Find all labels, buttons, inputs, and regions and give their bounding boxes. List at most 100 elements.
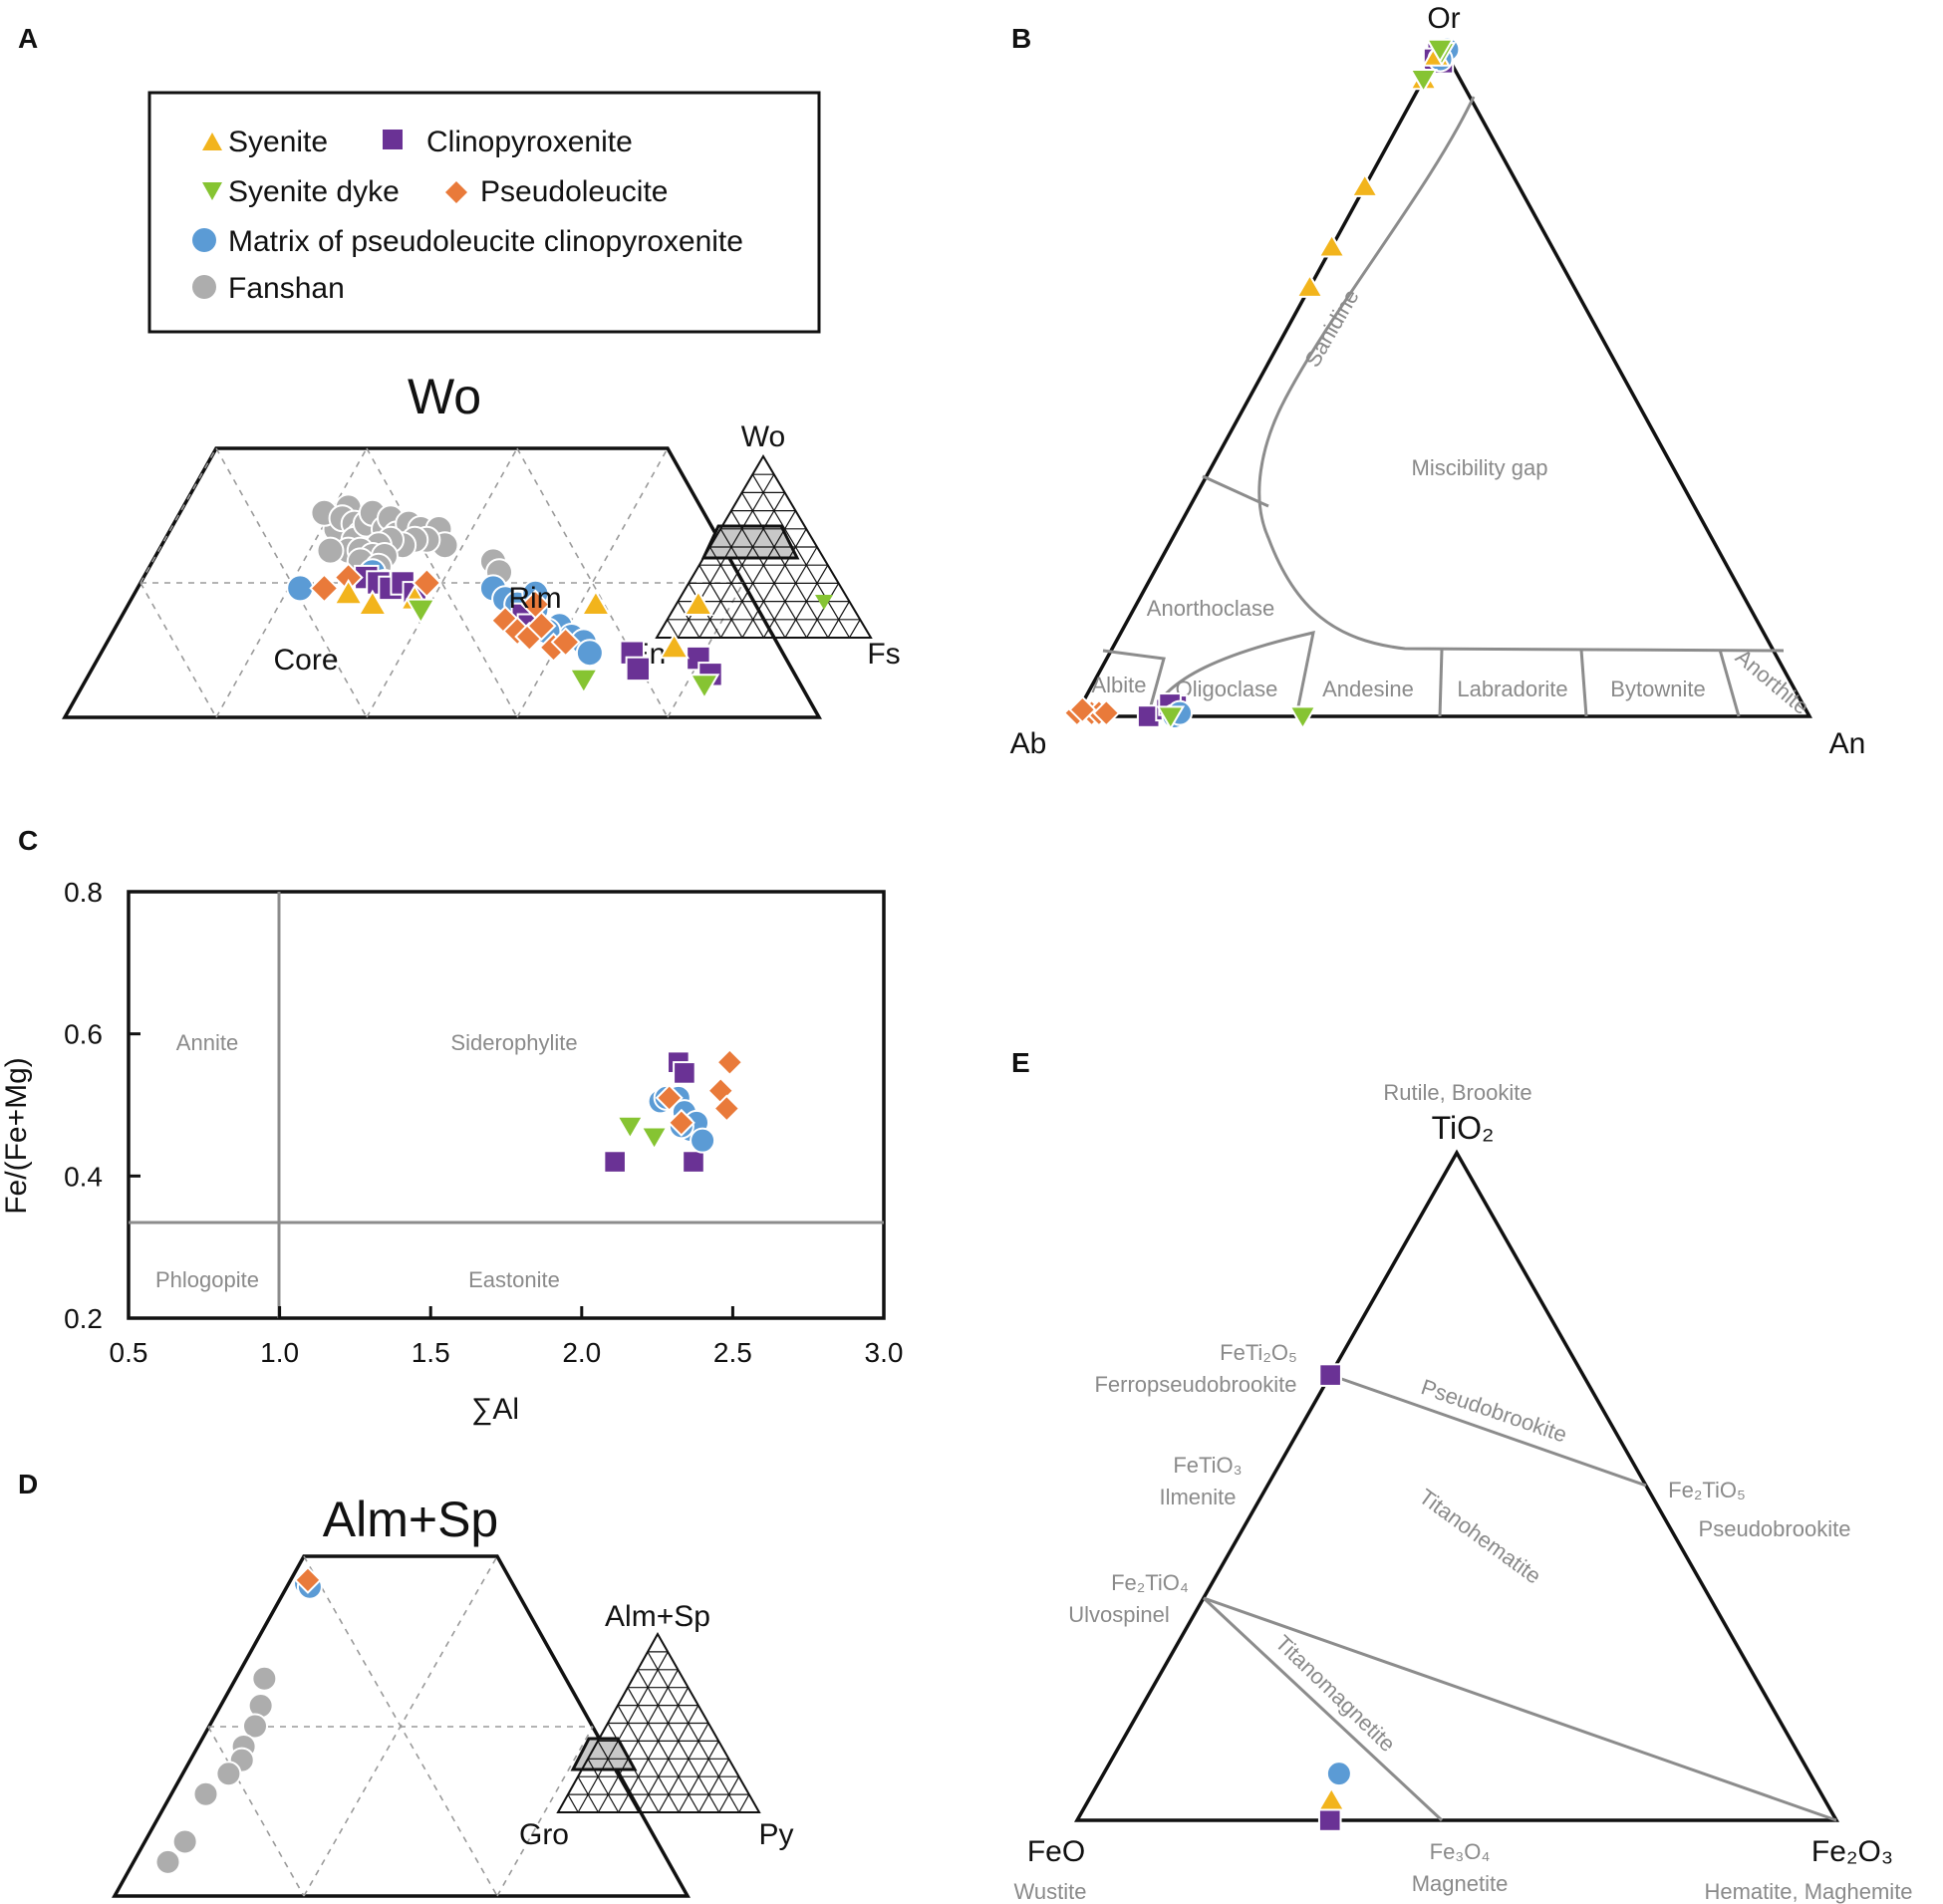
label-or: Or: [1427, 2, 1460, 35]
panel-d: D Alm+Sp Alm+Sp Gro Py: [18, 1469, 794, 1898]
point-b-syenite-2: [1350, 172, 1380, 197]
legend-marker-syenite: [202, 133, 222, 150]
x-tick-label-5: 3.0: [865, 1337, 904, 1368]
y-tick-label-2: 0.6: [64, 1019, 103, 1050]
panel-a: A Syenite Clinopyroxenite Syenite dyke P…: [18, 23, 901, 719]
point-b-syenite-4: [1295, 273, 1324, 298]
point-a-fanshan-22: [316, 536, 345, 565]
field-label-labradorite: Labradorite: [1457, 677, 1567, 701]
legend-label-pseudoleucite: Pseudoleucite: [480, 175, 668, 208]
point-c-syenite_dyke-1: [640, 1126, 669, 1152]
point-a-syenite-3: [580, 589, 612, 616]
point-a-matrix-12: [575, 639, 604, 668]
legend-marker-syenite-dyke: [202, 182, 222, 200]
field-label-miscibility-gap: Miscibility gap: [1412, 455, 1548, 480]
point-a-syenite-5: [683, 589, 714, 616]
panel-b: B Or Ab An Sanidine Miscibility gap Anor…: [1010, 2, 1866, 760]
legend-label-clinopyroxenite: Clinopyroxenite: [426, 126, 633, 158]
label-core: Core: [273, 644, 338, 677]
feldspar-ternary-frame: [1072, 42, 1812, 718]
inset-d-shaded-field: [573, 1739, 635, 1769]
point-b-pseudoleucite-3: [1092, 698, 1121, 727]
field-label-siderophylite: Siderophylite: [450, 1030, 577, 1055]
point-e-matrix-0: [1325, 1761, 1352, 1787]
panel-e: E Pseudobrookite Titanohematite Titanoma…: [1011, 1047, 1913, 1904]
point-b-syenite_dyke-2: [1156, 705, 1186, 730]
legend-marker-matrix: [192, 228, 216, 252]
panel-letter-a: A: [18, 23, 38, 54]
y-tick-label-0: 0.2: [64, 1303, 103, 1334]
label-feti2o5: FeTi₂O₅: [1220, 1340, 1297, 1365]
inset-a-label-fs: Fs: [867, 638, 900, 671]
point-c-pseudoleucite-1: [667, 1108, 695, 1137]
plot-frame-c: [127, 890, 886, 1320]
y-axis-title-c: Fe/(Fe+Mg): [0, 1057, 33, 1215]
inset-d-grid: [556, 1631, 761, 1813]
point-d-fanshan-0: [251, 1665, 278, 1692]
field-label-oligoclase: Oligoclase: [1176, 677, 1278, 701]
x-tick-label-4: 2.5: [713, 1337, 752, 1368]
legend-marker-fanshan: [192, 275, 216, 299]
label-fe2tio5: Fe₂TiO₅: [1668, 1478, 1746, 1502]
legend-marker-pseudoleucite: [445, 181, 467, 203]
point-a-pseudoleucite-2: [412, 567, 442, 599]
field-label-anorthite: Anorthite: [1731, 644, 1814, 719]
label-rim: Rim: [508, 582, 561, 615]
point-e-clinopyroxenite-0: [1318, 1363, 1342, 1387]
label-ilmenite: Ilmenite: [1159, 1485, 1236, 1509]
inset-d-label-gro: Gro: [519, 1818, 569, 1851]
legend: Syenite Clinopyroxenite Syenite dyke Pse…: [147, 91, 821, 334]
x-tick-label-1: 1.0: [260, 1337, 299, 1368]
x-tick-label-0: 0.5: [110, 1337, 148, 1368]
panel-e-points: [1316, 1363, 1352, 1832]
quad-grid: [139, 447, 744, 718]
point-a-matrix-0: [286, 574, 315, 603]
point-b-pseudoleucite-4: [1068, 695, 1097, 724]
inset-d-label-py: Py: [758, 1818, 793, 1851]
line-label-titanomagnetite: Titanomagnetite: [1270, 1630, 1400, 1757]
legend-label-syenite-dyke: Syenite dyke: [228, 175, 400, 208]
panel-a-title: Wo: [408, 369, 481, 424]
panel-c-points: [603, 1048, 744, 1174]
label-wustite: Wustite: [1014, 1879, 1087, 1904]
point-c-clinopyroxenite-0: [603, 1150, 627, 1174]
point-b-syenite-3: [1317, 232, 1346, 258]
field-label-eastonite: Eastonite: [468, 1267, 560, 1292]
panel-letter-e: E: [1011, 1047, 1030, 1078]
label-fetio3: FeTiO₃: [1173, 1453, 1242, 1478]
point-a-syenite-0: [333, 578, 365, 606]
legend-label-syenite: Syenite: [228, 126, 328, 158]
point-e-syenite-0: [1316, 1785, 1346, 1811]
point-d-fanshan-2: [242, 1713, 268, 1740]
label-tio2: TiO₂: [1432, 1110, 1495, 1146]
point-c-pseudoleucite-4: [712, 1094, 741, 1123]
point-d-fanshan-7: [171, 1828, 198, 1855]
legend-marker-clinopyroxenite: [383, 130, 403, 149]
label-an: An: [1829, 727, 1866, 760]
point-d-fanshan-5: [215, 1761, 242, 1787]
point-c-matrix-6: [690, 1127, 716, 1154]
x-tick-label-2: 1.5: [412, 1337, 450, 1368]
garnet-trapezoid: [112, 1554, 691, 1898]
label-fe2tio4: Fe₂TiO₄: [1111, 1570, 1189, 1595]
solid-solution-lines: [1202, 1373, 1837, 1822]
panel-d-points: [154, 1565, 323, 1875]
point-a-pseudoleucite-6: [526, 611, 557, 642]
feldspar-field-lines: [1102, 96, 1785, 717]
x-axis-title-c: ∑Al: [471, 1393, 519, 1426]
point-e-clinopyroxenite-1: [1317, 1808, 1342, 1832]
panel-letter-d: D: [18, 1469, 38, 1499]
point-a-pseudoleucite-0: [309, 573, 340, 604]
panel-a-points: [286, 493, 723, 700]
label-pseudobrookite-vertex: Pseudobrookite: [1699, 1516, 1851, 1541]
point-c-clinopyroxenite-3: [682, 1150, 705, 1174]
inset-triangle-a: Wo En Fs: [630, 420, 901, 671]
legend-box: [147, 91, 821, 334]
point-a-pseudoleucite-9: [520, 589, 551, 620]
field-label-bytownite: Bytownite: [1610, 677, 1705, 701]
label-ulvospinel: Ulvospinel: [1068, 1602, 1170, 1627]
point-c-pseudoleucite-2: [715, 1048, 744, 1077]
field-label-annite: Annite: [176, 1030, 238, 1055]
